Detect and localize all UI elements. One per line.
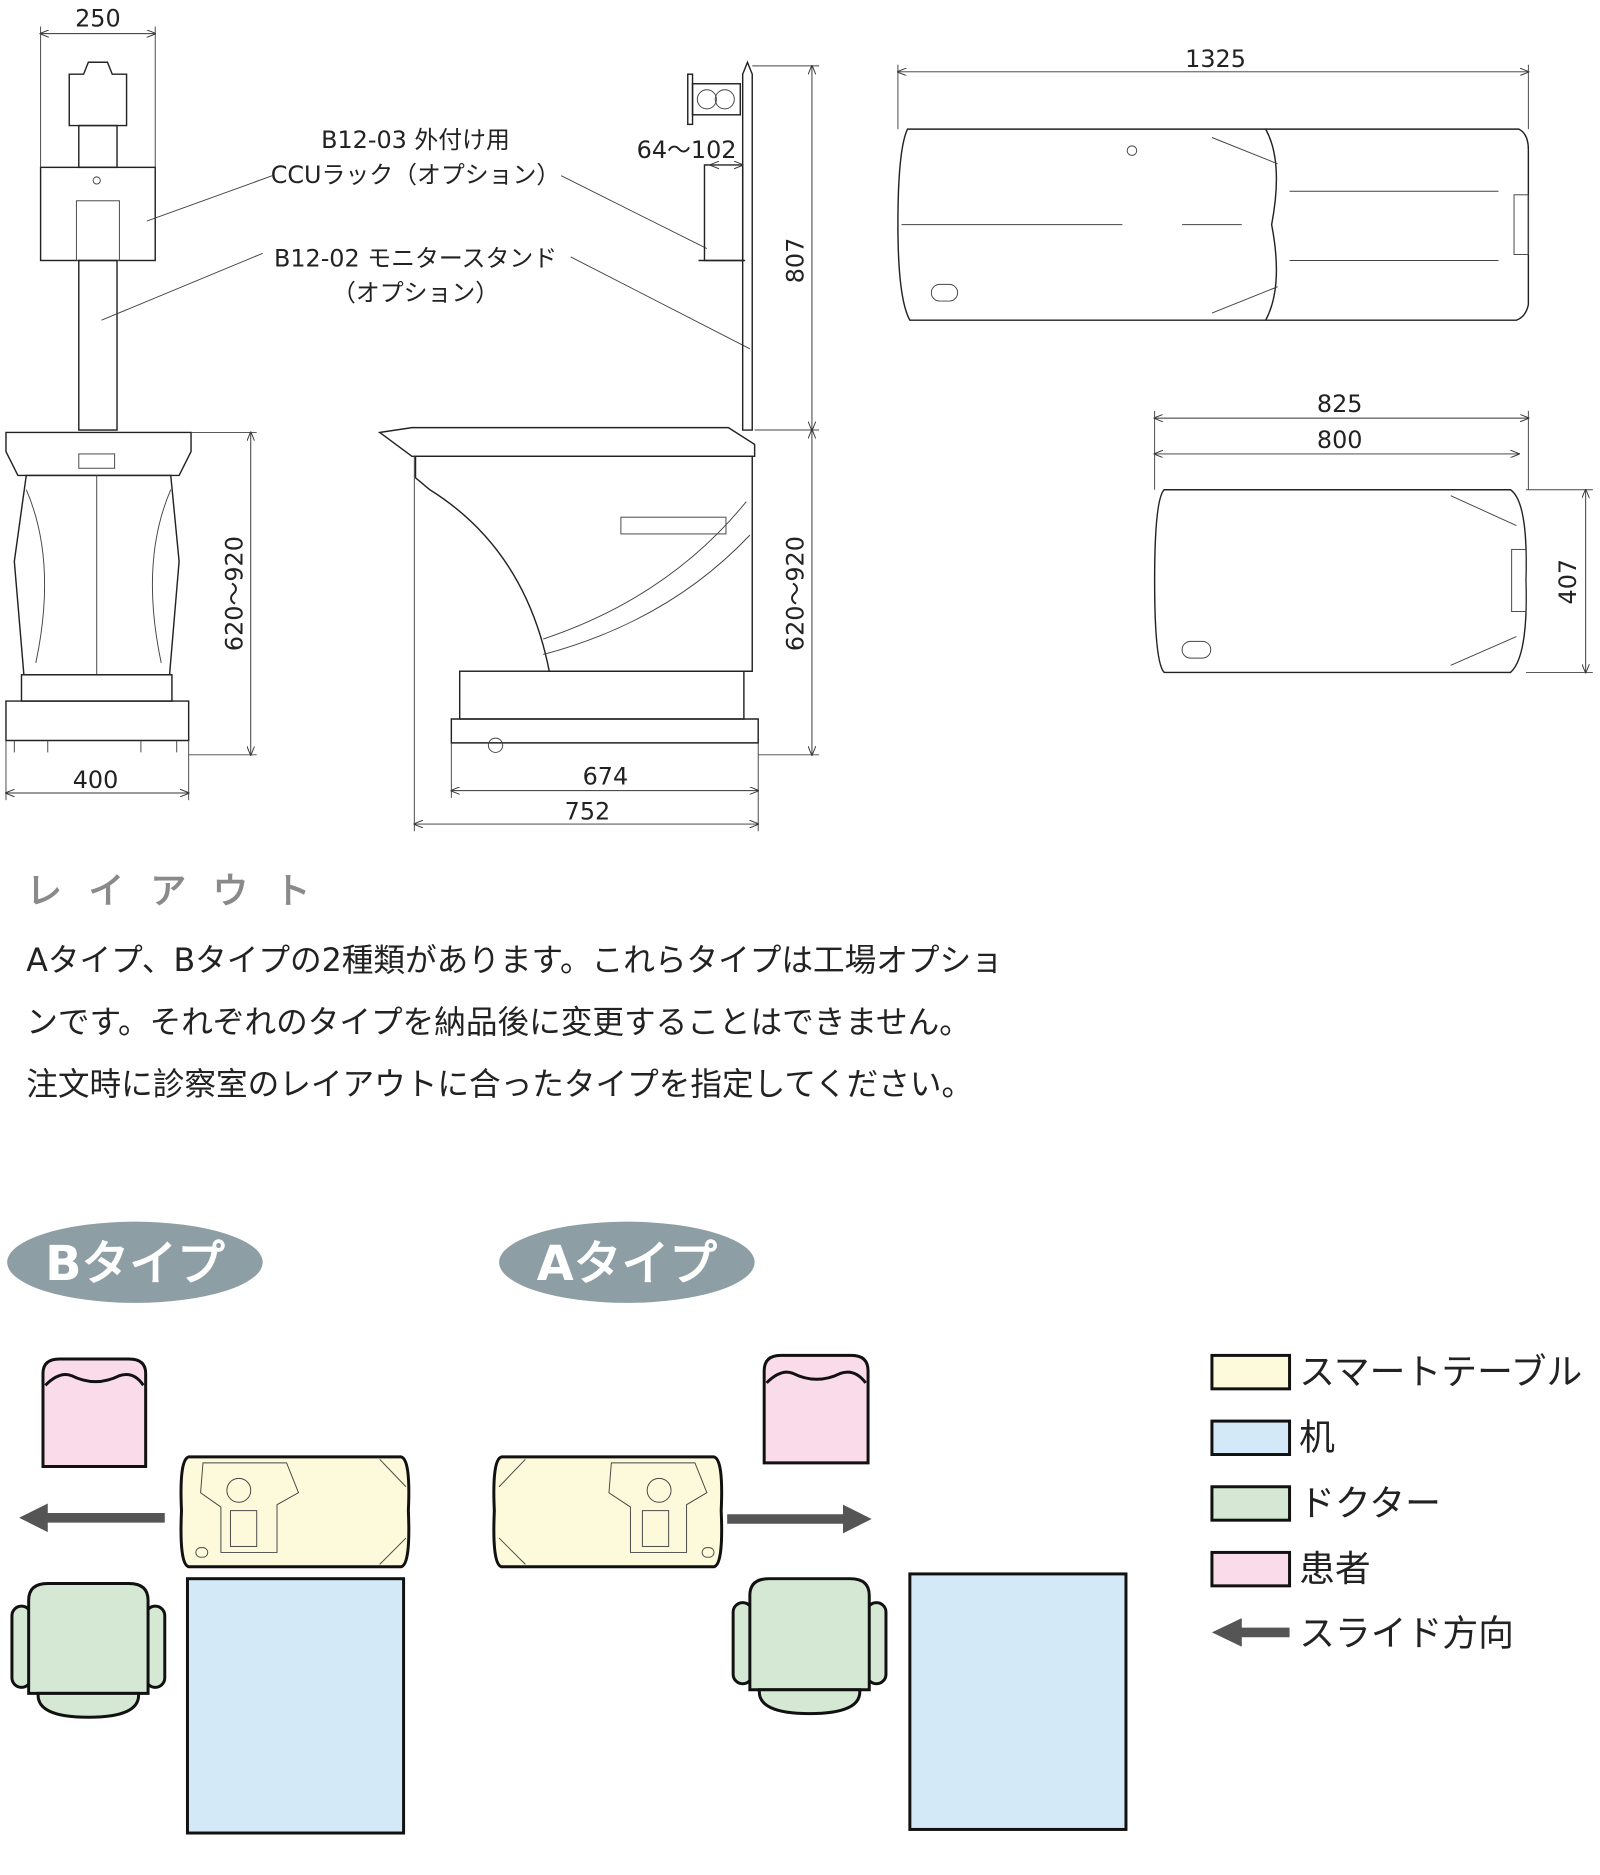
slide-arrow-left: [19, 1503, 165, 1533]
description-line-2: ンです。それぞれのタイプを納品後に変更することはできません。: [26, 1005, 971, 1041]
type-a-badge: Aタイプ: [499, 1221, 755, 1303]
callout-ccu-rack-line2: CCUラック（オプション）: [271, 161, 561, 189]
patient-chair: [41, 1357, 148, 1468]
legend-label-slide-direction: スライド方向: [1299, 1614, 1514, 1655]
dim-top-length-extended: 1325: [1185, 45, 1246, 73]
dim-top-length-outer: 825: [1317, 390, 1363, 418]
dim-side-depth-outer: 752: [565, 797, 611, 825]
legend-swatch-patient: [1210, 1550, 1292, 1588]
top-view-retracted-drawing: 825 800 407: [1155, 390, 1593, 672]
type-b-layout: [10, 1357, 411, 1835]
legend-swatch-desk: [1210, 1419, 1292, 1457]
description-line-3: 注文時に診察室のレイアウトに合ったタイプを指定してください。: [26, 1067, 973, 1103]
dim-side-offset: 64〜102: [637, 136, 737, 164]
dim-front-width-base: 400: [73, 766, 119, 794]
desk: [908, 1572, 1128, 1831]
arrow-left-icon: [1211, 1618, 1290, 1647]
dim-side-depth-inner: 674: [583, 763, 629, 791]
top-view-extended-drawing: 1325: [898, 45, 1528, 321]
doctor-chair: [731, 1577, 888, 1716]
type-a-label: Aタイプ: [537, 1237, 717, 1292]
type-b-badge: Bタイプ: [7, 1221, 263, 1303]
legend: スマートテーブル 机 ドクター 患者 スライド方向: [1210, 1352, 1582, 1655]
legend-swatch-smart-table: [1210, 1353, 1292, 1391]
front-view-drawing: 250 620〜920 400: [6, 4, 257, 801]
callouts: B12-03 外付け用 CCUラック（オプション） B12-02 モニタースタン…: [101, 126, 751, 350]
callout-ccu-rack-line1: B12-03 外付け用: [321, 126, 510, 154]
layout-heading: レイアウト: [26, 871, 336, 912]
legend-swatch-doctor: [1210, 1485, 1292, 1522]
description-line-1: Aタイプ、Bタイプの2種類があります。これらタイプは工場オプショ: [26, 943, 1002, 979]
callout-monitor-stand-line1: B12-02 モニタースタンド: [274, 244, 557, 272]
dim-front-width-top: 250: [75, 4, 121, 32]
callout-monitor-stand-line2: （オプション）: [332, 279, 499, 307]
dim-side-height: 620〜920: [782, 536, 810, 651]
patient-chair: [762, 1353, 870, 1465]
doctor-chair: [10, 1581, 167, 1719]
legend-label-patient: 患者: [1299, 1549, 1371, 1590]
dim-front-height: 620〜920: [220, 536, 248, 651]
desk: [185, 1577, 406, 1835]
dim-side-pole-height: 807: [782, 238, 810, 284]
type-a-layout: [492, 1353, 1128, 1831]
legend-label-smart-table: スマートテーブル: [1299, 1352, 1582, 1393]
smart-table: [492, 1455, 724, 1569]
legend-label-desk: 机: [1299, 1418, 1335, 1459]
smart-table: [179, 1455, 411, 1569]
dim-top-width: 407: [1554, 559, 1582, 605]
dim-top-length-inner: 800: [1317, 426, 1363, 454]
slide-arrow-right: [727, 1504, 872, 1534]
legend-label-doctor: ドクター: [1299, 1483, 1441, 1524]
type-b-label: Bタイプ: [45, 1237, 225, 1292]
side-view-drawing: 64〜102 807 620〜920 674 752: [377, 60, 820, 832]
